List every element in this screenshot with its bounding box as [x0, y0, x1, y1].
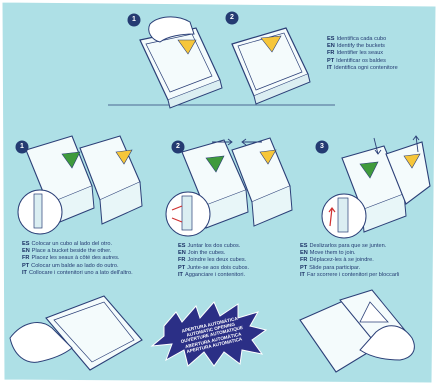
step-number: 3: [320, 143, 324, 150]
step-number: 1: [20, 143, 24, 150]
step-number: 1: [132, 16, 136, 23]
step-number: 2: [230, 14, 234, 21]
step-number: 2: [176, 143, 180, 150]
